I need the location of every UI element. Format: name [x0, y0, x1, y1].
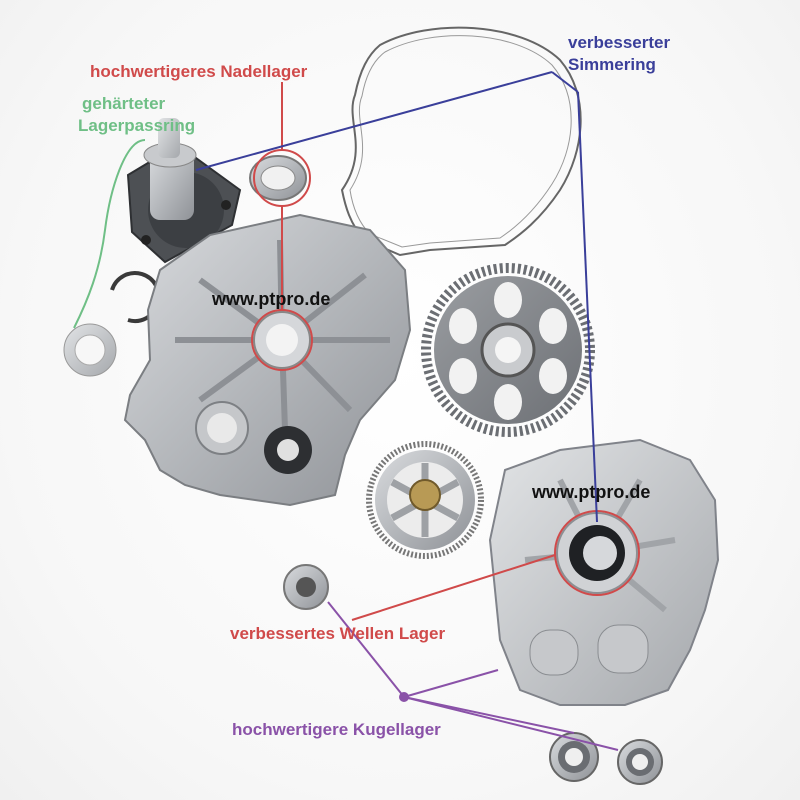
ball-bearing-bottom-2 — [617, 739, 663, 785]
gasket — [340, 26, 582, 257]
needle-bearing — [249, 155, 307, 201]
hardened-ring — [63, 323, 117, 377]
watermark-right: www.ptpro.de — [532, 482, 651, 502]
shaft-bearing-label: verbessertes Wellen Lager — [230, 624, 446, 643]
watermark-left: www.ptpro.de — [212, 289, 331, 309]
seal-label-line2: Simmering — [568, 55, 656, 74]
large-gear — [421, 263, 595, 437]
needle-bearing-label: hochwertigeres Nadellager — [90, 62, 308, 81]
purple-callout-lines — [327, 601, 619, 751]
ball-bearings-label: hochwertigere Kugellager — [232, 720, 441, 739]
hardened-ring-label-line1: gehärteter — [82, 94, 166, 113]
shaft-flange — [126, 118, 242, 264]
green-callout-lines — [73, 139, 146, 329]
ball-bearing-left — [283, 564, 329, 610]
small-gear — [366, 441, 484, 559]
blue-callout-lines — [195, 71, 598, 523]
right-housing-cover — [488, 438, 720, 706]
hardened-ring-label-line2: Lagerpassring — [78, 116, 196, 135]
ball-bearing-bottom-1 — [549, 732, 599, 782]
seal-label-line1: verbesserter — [568, 33, 671, 52]
red-callout-lines — [281, 82, 556, 621]
left-housing-cover — [123, 213, 412, 507]
